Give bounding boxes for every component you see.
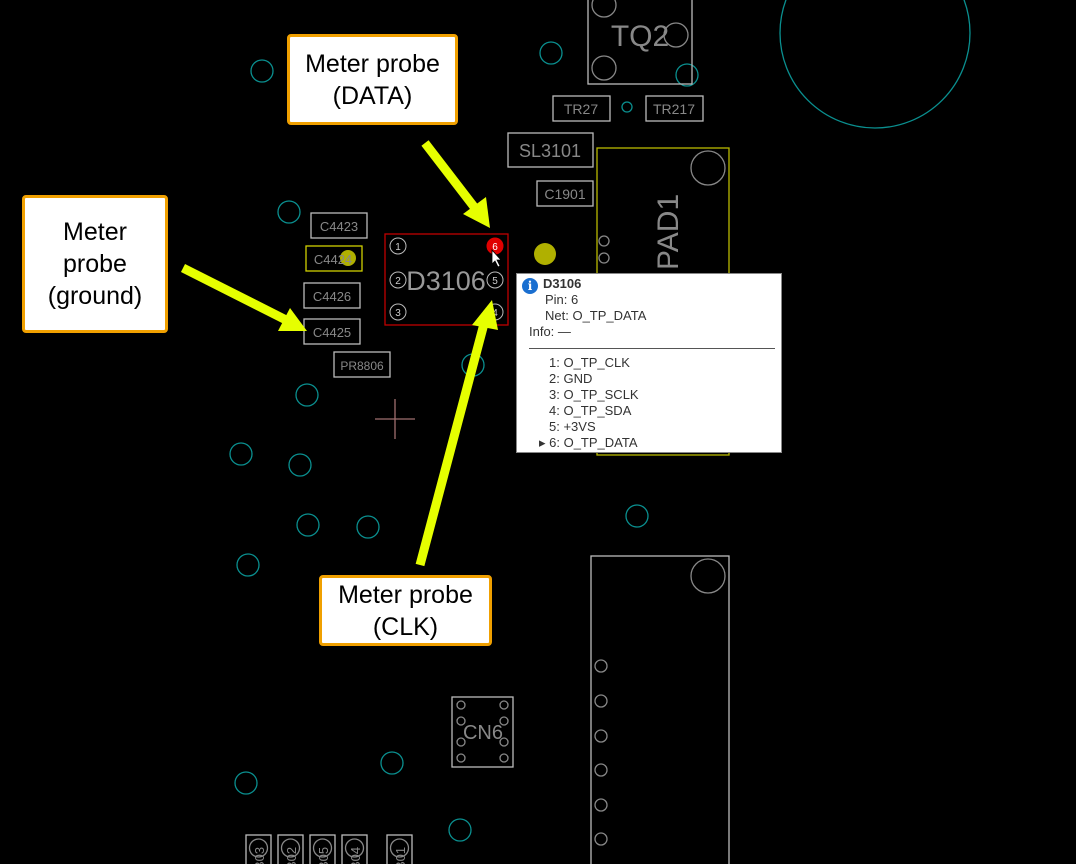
component-tr217[interactable]: TR217: [645, 95, 704, 122]
component-label: SL3101: [519, 141, 581, 161]
mouse-cursor-icon: [491, 248, 502, 268]
component-cn6[interactable]: CN6: [451, 696, 514, 768]
component-label: B03: [252, 847, 267, 864]
component-c1901[interactable]: C1901: [536, 180, 594, 207]
component-sl3101[interactable]: SL3101: [507, 132, 594, 168]
component-c4423[interactable]: C4423: [310, 212, 368, 239]
origin-crosshair-icon: [375, 399, 415, 439]
callout-text: (CLK): [372, 612, 439, 641]
component-bottom-part[interactable]: B03: [245, 834, 272, 864]
component-label: B01: [393, 847, 408, 864]
component-label: B02: [284, 847, 299, 864]
callout-text: (ground): [47, 282, 143, 310]
callout-text: Meter: [63, 218, 127, 246]
component-label: PR8806: [340, 359, 384, 373]
pin-label: 1: [395, 242, 401, 253]
component-label: TR217: [653, 101, 695, 117]
tooltip-pin-row: 3: O_TP_SCLK: [549, 387, 639, 402]
callout-text: probe: [63, 250, 127, 278]
callout-probe-ground: Meter probe (ground): [22, 195, 168, 333]
component-label: C4424: [314, 252, 352, 267]
via-circles: [229, 0, 971, 842]
component-c4425[interactable]: C4425: [303, 318, 361, 345]
component-bottom-part[interactable]: B01: [386, 834, 413, 864]
component-tq2[interactable]: TQ2: [587, 0, 693, 85]
component-bottom-part[interactable]: B02: [277, 834, 304, 864]
component-label: C1901: [544, 186, 585, 202]
component-label: TR27: [564, 101, 598, 117]
component-label: D3106: [406, 266, 486, 296]
tooltip-pin-row: ▸ 6: O_TP_DATA: [539, 435, 638, 450]
component-c4426[interactable]: C4426: [303, 282, 361, 309]
pin-label: 6: [492, 242, 498, 253]
pin-label: 4: [492, 308, 498, 319]
component-label: C4425: [313, 325, 351, 340]
tooltip-pin-row: 5: +3VS: [549, 419, 596, 434]
component-label: PAD1: [652, 194, 685, 270]
component-label: C4426: [313, 289, 351, 304]
pin-label: 2: [395, 276, 401, 287]
tooltip-title: D3106: [543, 276, 582, 291]
component-label: B04: [348, 847, 363, 864]
callout-probe-clk: Meter probe (CLK): [319, 575, 492, 646]
component-label: C4423: [320, 219, 358, 234]
info-icon: i: [522, 278, 538, 294]
callout-probe-data: Meter probe (DATA): [287, 34, 458, 125]
annotation-arrows: [180, 140, 498, 567]
tooltip-pin-row: 4: O_TP_SDA: [549, 403, 632, 418]
component-pr8806[interactable]: PR8806: [333, 351, 391, 378]
tooltip-net: Net: O_TP_DATA: [545, 308, 647, 323]
tooltip-pin-row: 1: O_TP_CLK: [549, 355, 630, 370]
callout-text: Meter probe: [305, 49, 440, 78]
component-label: CN6: [463, 722, 503, 744]
component-d3106[interactable]: D3106 1 2 3 4 5 6: [384, 233, 509, 326]
component-bottom-part[interactable]: B05: [309, 834, 336, 864]
divider: [529, 348, 775, 349]
callout-text: (DATA): [332, 81, 413, 110]
tooltip-info: Info: —: [529, 324, 571, 339]
connector-large[interactable]: [590, 555, 730, 864]
component-c4424[interactable]: C4424: [305, 245, 363, 272]
tooltip-pin-row: 2: GND: [549, 371, 593, 386]
component-label: TQ2: [611, 20, 669, 53]
callout-text: Meter probe: [338, 580, 473, 609]
component-bottom-part[interactable]: B04: [341, 834, 368, 864]
component-tooltip: i D3106 Pin: 6 Net: O_TP_DATA Info: — 1:…: [516, 273, 782, 453]
component-tr27[interactable]: TR27: [552, 95, 611, 122]
test-pad[interactable]: [534, 243, 556, 265]
pin-label: 5: [492, 276, 498, 287]
tooltip-pin: Pin: 6: [545, 292, 579, 307]
component-label: B05: [316, 847, 331, 864]
pin-label: 3: [395, 308, 401, 319]
